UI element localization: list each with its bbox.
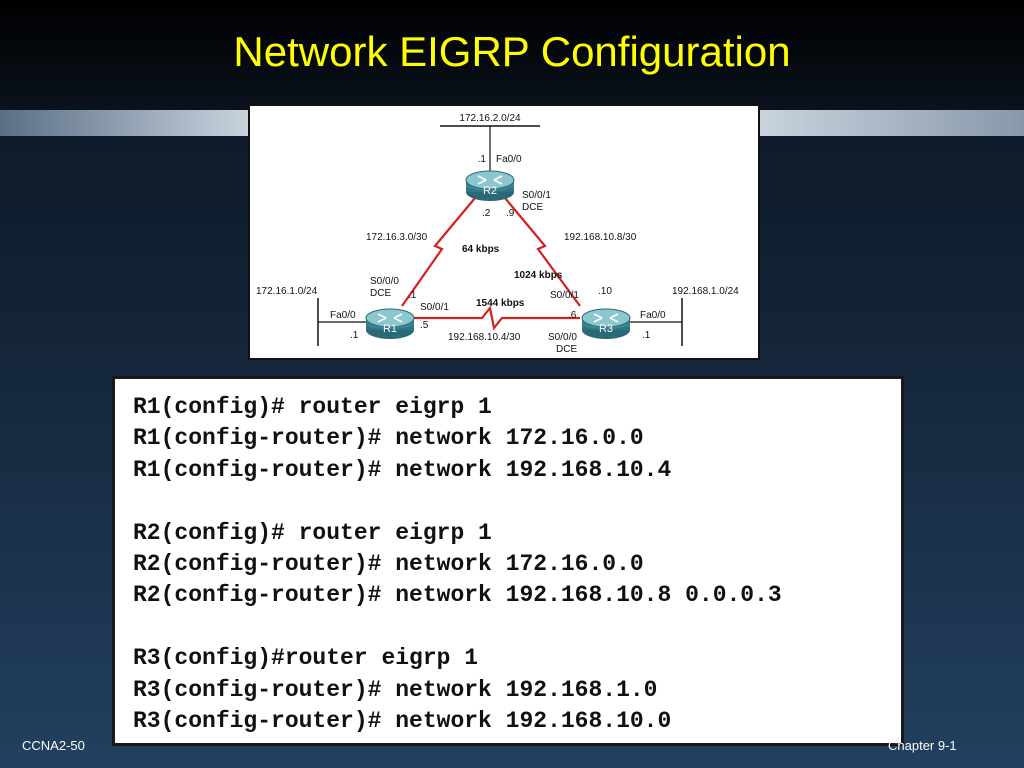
- router-r1: R1: [365, 308, 415, 339]
- footer-chapter: Chapter 9-1: [888, 738, 957, 753]
- label-r1-dce: DCE: [370, 288, 391, 299]
- config-line: R2(config)# router eigrp 1: [133, 519, 492, 546]
- config-line: R1(config-router)# network 192.168.10.4: [133, 456, 672, 483]
- label-r1-fa: Fa0/0: [330, 310, 356, 321]
- label-r2-s001: S0/0/1: [522, 190, 551, 201]
- decorative-strip-right: [760, 110, 1024, 136]
- label-r2-lan-ip: .1: [478, 154, 487, 165]
- config-line: R3(config-router)# network 192.168.1.0: [133, 676, 658, 703]
- config-line: R3(config)#router eigrp 1: [133, 645, 479, 672]
- label-r1-s000: S0/0/0: [370, 276, 399, 287]
- label-r3-s001: S0/0/1: [550, 290, 579, 301]
- serial-link-r1-r3: [410, 305, 580, 331]
- router-r3-label: R3: [599, 323, 613, 335]
- label-r1-ip1: .1: [408, 290, 417, 301]
- label-r3-dce: DCE: [556, 344, 577, 355]
- label-r3-s000: S0/0/0: [548, 332, 577, 343]
- config-line: R1(config)# router eigrp 1: [133, 394, 492, 420]
- label-r1-lan: 172.16.1.0/24: [256, 286, 318, 297]
- network-topology-diagram: R2 R1 R3 172.16.2.0/24 .1 Fa0/0 S0/0/1 D…: [248, 104, 760, 360]
- config-line: R2(config-router)# network 192.168.10.8 …: [133, 582, 782, 609]
- label-r3-ip6: .6: [568, 310, 577, 321]
- label-r2-ip2: .2: [482, 208, 491, 219]
- router-r1-label: R1: [383, 323, 397, 335]
- label-link-r2r3-net: 192.168.10.8/30: [564, 232, 637, 243]
- label-r3-lan-ip: .1: [642, 330, 651, 341]
- label-r2-lan: 172.16.2.0/24: [459, 113, 521, 124]
- topology-svg: R2 R1 R3 172.16.2.0/24 .1 Fa0/0 S0/0/1 D…: [256, 113, 739, 355]
- router-r2: R2: [465, 170, 515, 201]
- slide-title: Network EIGRP Configuration: [233, 28, 791, 75]
- config-listing: R1(config)# router eigrp 1 R1(config-rou…: [112, 376, 904, 746]
- config-line: [133, 612, 901, 643]
- title-bar: [0, 0, 1024, 110]
- decorative-strip-left: [0, 110, 248, 136]
- serial-link-r1-r2: [401, 197, 476, 307]
- label-r2-fa: Fa0/0: [496, 154, 522, 165]
- config-line: R1(config-router)# network 172.16.0.0: [133, 425, 644, 452]
- label-r2-ip9: .9: [506, 208, 515, 219]
- label-r2-dce: DCE: [522, 202, 543, 213]
- label-r3-lan: 192.168.1.0/24: [672, 286, 739, 297]
- config-line: R3(config-router)# network 192.168.10.0: [133, 707, 672, 734]
- label-link-r2r3-bw: 1024 kbps: [514, 270, 563, 281]
- label-r1-lan-ip: .1: [350, 330, 359, 341]
- label-r3-ip10: .10: [598, 286, 612, 297]
- footer-course: CCNA2-50: [22, 738, 85, 753]
- label-link-r1r2-bw: 64 kbps: [462, 244, 500, 255]
- label-r1-ip5: .5: [420, 320, 429, 331]
- serial-link-r2-r3: [504, 197, 581, 307]
- label-link-r1r2-net: 172.16.3.0/30: [366, 232, 428, 243]
- label-r3-fa: Fa0/0: [640, 310, 666, 321]
- label-link-r1r3-bw: 1544 kbps: [476, 298, 525, 309]
- config-line: R2(config-router)# network 172.16.0.0: [133, 550, 644, 577]
- router-r3: R3: [581, 308, 631, 339]
- label-r1-s001: S0/0/1: [420, 302, 449, 313]
- config-line: [133, 486, 901, 517]
- label-link-r1r3-net: 192.168.10.4/30: [448, 332, 521, 343]
- router-r2-label: R2: [483, 185, 497, 197]
